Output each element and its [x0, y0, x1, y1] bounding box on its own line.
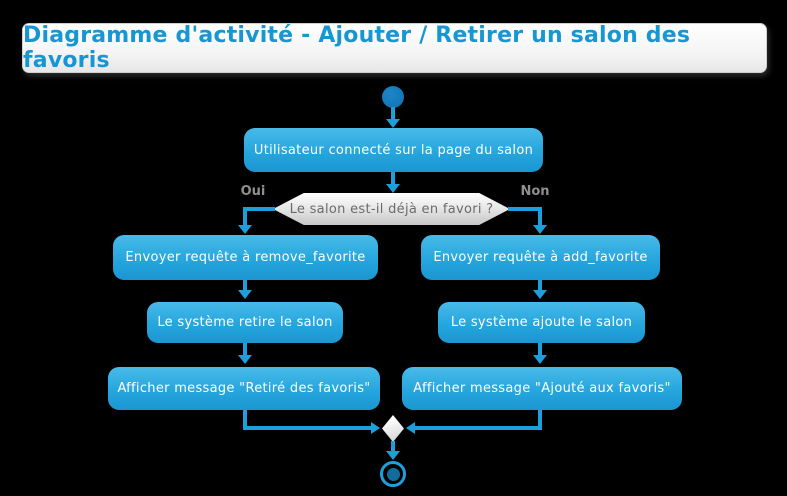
flow-line-no-1-2 — [538, 280, 542, 292]
arrowhead-down-icon — [238, 225, 252, 234]
flow-line-yes-merge-h — [243, 426, 371, 430]
activity-node-yes-step-3: Afficher message "Retiré des favoris" — [108, 367, 380, 410]
flow-line-yes-1-2 — [243, 280, 247, 292]
flow-line-no-2-3 — [538, 343, 542, 357]
flow-line-merge-to-end — [391, 441, 395, 452]
end-node-icon — [380, 461, 406, 487]
arrowhead-down-icon — [533, 225, 547, 234]
arrowhead-down-icon — [386, 119, 400, 128]
branch-label-no: Non — [520, 184, 550, 199]
flow-line-decision-yes-v — [243, 207, 247, 226]
decision-node: Le salon est-il déjà en favori ? — [273, 193, 510, 225]
flow-line-decision-no-h — [508, 207, 542, 211]
diagram-title-banner: Diagramme d'activité - Ajouter / Retirer… — [22, 23, 767, 73]
merge-diamond-icon — [382, 415, 404, 442]
flow-line-decision-no-v — [538, 207, 542, 226]
diagram-title: Diagramme d'activité - Ajouter / Retirer… — [23, 23, 691, 73]
arrowhead-left-icon — [406, 422, 415, 434]
flow-line-yes-merge-v — [243, 410, 247, 430]
flow-line-start-to-initial — [391, 107, 395, 120]
arrowhead-down-icon — [238, 290, 252, 299]
end-node-core-icon — [386, 467, 400, 481]
arrowhead-down-icon — [386, 451, 400, 460]
flow-line-no-merge-v — [538, 410, 542, 430]
activity-node-initial: Utilisateur connecté sur la page du salo… — [244, 128, 543, 172]
activity-node-no-step-1: Envoyer requête à add_favorite — [421, 235, 660, 280]
arrowhead-down-icon — [238, 355, 252, 364]
activity-node-no-step-2: Le système ajoute le salon — [438, 302, 645, 343]
activity-node-yes-step-2: Le système retire le salon — [147, 302, 343, 343]
branch-label-yes: Oui — [240, 184, 266, 199]
start-node-icon — [382, 86, 404, 108]
activity-node-no-step-3: Afficher message "Ajouté aux favoris" — [402, 367, 682, 410]
flow-line-decision-yes-h — [243, 207, 275, 211]
flow-line-no-merge-h — [415, 426, 542, 430]
arrowhead-down-icon — [386, 184, 400, 193]
activity-node-yes-step-1: Envoyer requête à remove_favorite — [113, 235, 378, 280]
arrowhead-down-icon — [533, 290, 547, 299]
decision-question: Le salon est-il déjà en favori ? — [289, 201, 494, 217]
arrowhead-down-icon — [533, 355, 547, 364]
flow-line-initial-to-decision — [391, 172, 395, 184]
flow-line-yes-2-3 — [243, 343, 247, 357]
arrowhead-right-icon — [371, 422, 380, 434]
